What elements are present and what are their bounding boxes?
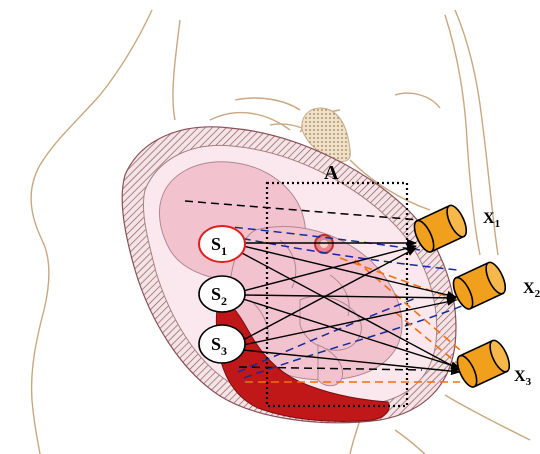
sensor-x2-index: 2 [535, 288, 540, 300]
source-s1: S1 [199, 226, 245, 262]
sensor-x1-letter: X [483, 210, 495, 227]
sensor-x2-letter: X [523, 280, 535, 297]
source-s3-letter: S [211, 334, 221, 354]
sensor-x2-label: X2 [523, 280, 540, 300]
region-a-label: A [324, 162, 339, 184]
sensor-x3 [454, 338, 514, 390]
sensor-x3-letter: X [514, 368, 526, 385]
source-s1-letter: S [211, 234, 221, 254]
source-s2: S2 [199, 276, 245, 312]
source-s2-letter: S [211, 284, 221, 304]
sensor-x1-label: X1 [483, 210, 500, 230]
sensor-x3-label: X3 [514, 368, 532, 388]
sensor-x3-index: 3 [526, 376, 532, 388]
source-s2-index: 2 [221, 294, 227, 308]
sensor-x2 [450, 260, 510, 312]
sensor-x1-index: 1 [495, 218, 501, 230]
source-s1-index: 1 [221, 244, 227, 258]
source-s3-index: 3 [221, 344, 227, 358]
source-s3: S3 [199, 325, 245, 363]
